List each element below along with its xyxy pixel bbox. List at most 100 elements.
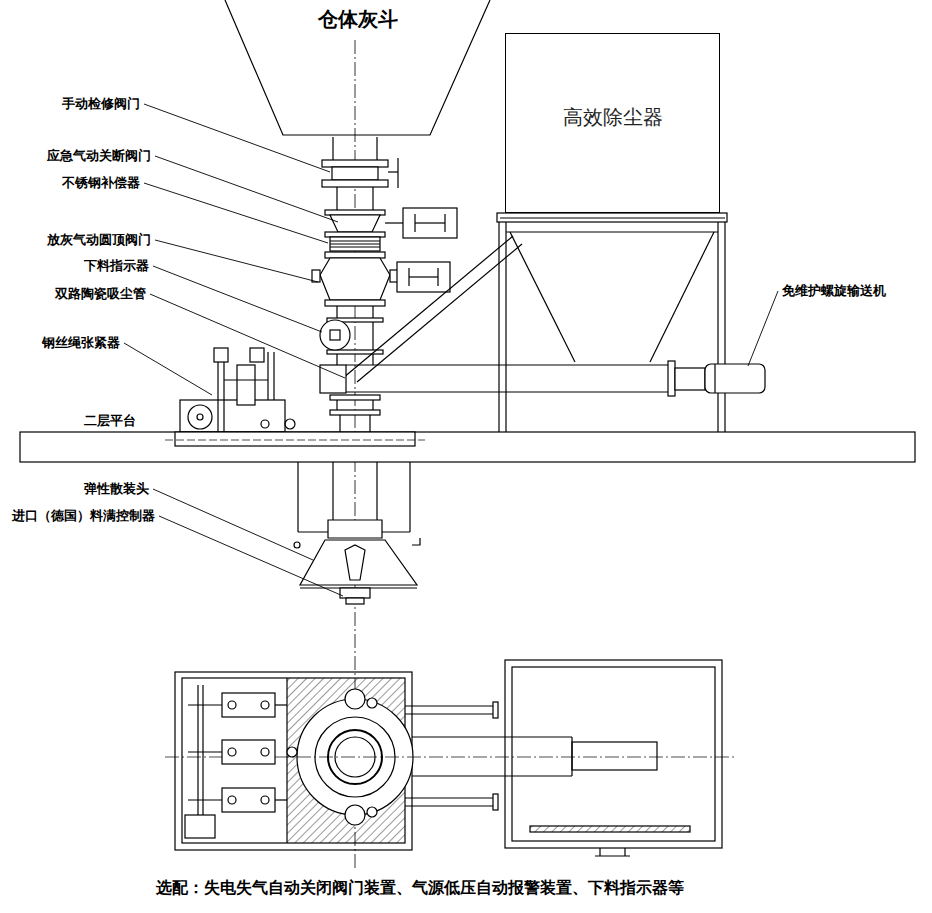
collector-frame [497,213,727,222]
wire-tensioner [188,405,212,429]
part-label: 不锈钢补偿器 [62,175,140,191]
loading-head [332,462,333,520]
compensator [330,240,380,241]
leader-line [124,343,212,395]
collector-frame [506,231,718,232]
collector-frame [650,232,714,362]
plan-view-tensioner [275,799,287,800]
plan-view-collector [624,848,625,856]
loading-head [409,462,410,532]
leader-line [159,516,343,596]
wire-tensioner [285,419,295,429]
emergency-valve [415,222,445,223]
caption-note: 选配：失电失气自动关闭阀门装置、气源低压自动报警装置、下料指示器等 [156,878,684,898]
plan-view-platform [367,807,377,817]
plan-view-collector [505,660,722,856]
manual-valve [397,158,398,188]
loading-head [300,540,417,585]
plan-view-collector [505,660,722,848]
wire-tensioner [267,352,268,400]
plan-view-pipes [412,775,572,776]
loading-head [376,462,377,520]
plan-view-tensioner [222,788,275,812]
collector-frame [500,217,725,218]
screw-conveyor [346,364,668,365]
plan-view-platform [175,672,412,850]
dome-valve [325,300,385,306]
plan-view-collector [599,848,600,856]
node-title: 仓体灰斗 [220,6,495,33]
hopper-shape: 仓体灰斗 [220,0,495,137]
wire-tensioner [273,352,274,400]
plan-view-platform [286,678,287,843]
wire-tensioner [217,352,218,432]
loading-head [345,545,365,580]
collector-frame [510,232,575,362]
hopper-spout [333,137,377,160]
loading-head [294,462,420,604]
wire-tensioner [180,400,285,432]
leader-line [144,104,330,172]
plan-view-pipes [412,736,572,737]
plan-view-tensioner [188,704,222,705]
suction-pipe [343,236,513,378]
suction-pipe [357,244,522,382]
plan-view-platform [345,689,365,709]
wire-tensioner [261,420,269,428]
hopper-spout [376,137,377,160]
compensator [330,243,380,244]
manual-valve [388,171,398,172]
screw-conveyor [346,391,668,392]
wire-tensioner [224,379,268,380]
wire-tensioner [223,352,224,432]
plan-view-tensioner [222,693,275,717]
part-label: 进口（德国）料满控制器 [12,508,155,524]
hopper-spout [332,137,333,160]
dome-valve [312,270,320,282]
plan-view-tensioner [197,685,198,835]
part-label: 免维护螺旋输送机 [782,283,886,299]
pipe [372,187,373,210]
screw-conveyor [320,361,765,396]
wire-tensioner [250,348,264,362]
compensator [330,237,380,251]
manual-valve [322,160,388,167]
part-label: 弹性散装头 [84,481,149,497]
part-label: 钢丝绳张紧器 [42,335,120,351]
plan-view-pipes [405,805,493,806]
leader-line [748,291,778,366]
plan-view-platform [287,747,297,757]
dome-valve [397,262,450,292]
collector-frame [505,222,506,432]
pipe [336,187,337,210]
pipe [372,306,373,365]
emergency-valve [330,215,380,232]
plan-view-platform [345,805,365,825]
emergency-valve [325,208,457,238]
equipment-box: 高效除尘器 [505,33,720,213]
manual-valve [322,180,388,187]
screw-conveyor [320,365,346,393]
loading-head [412,538,420,545]
wire-tensioner [197,414,203,420]
screw-conveyor [675,368,705,390]
equipment-drawing [20,40,915,870]
material-indicator [320,320,350,350]
plan-view-tensioner [228,701,236,709]
plan-view-tensioner [202,685,203,835]
dome-valve [325,252,385,258]
plan-view-pipes [493,702,498,718]
plan-view-collector [512,667,715,841]
plan-view-tensioner [261,748,269,756]
wire-tensioner [180,348,295,432]
collector-frame [497,213,727,432]
plan-view-collector [530,826,690,832]
part-label: 双路陶瓷吸尘管 [55,286,146,302]
pipe [339,415,340,432]
leader-line [153,266,322,332]
suction-pipe [343,236,522,382]
wire-tensioner [237,365,255,405]
screw-conveyor [668,361,675,396]
